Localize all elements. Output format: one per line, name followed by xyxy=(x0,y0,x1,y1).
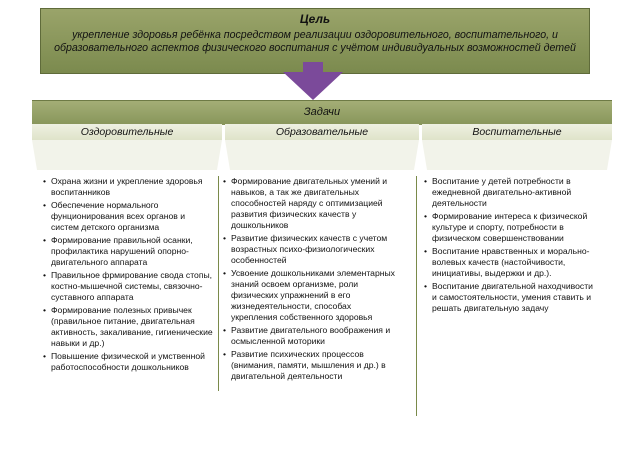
list-item: Воспитание у детей потребности в ежеднев… xyxy=(423,176,595,209)
list-item: Усвоение дошкольниками элементарных знан… xyxy=(222,268,398,323)
fan-left xyxy=(32,140,222,170)
list-item: Формирование правильной осанки, профилак… xyxy=(42,235,214,268)
fan-right xyxy=(422,140,612,170)
list-item: Развитие психических процессов (внимания… xyxy=(222,349,398,382)
fan-center xyxy=(225,140,419,170)
down-arrow-icon xyxy=(283,72,343,100)
list-item: Формирование двигательных умений и навык… xyxy=(222,176,398,231)
list-item: Обеспечение нормального фунционирования … xyxy=(42,200,214,233)
column-header-upbringing: Воспитательные xyxy=(422,124,612,140)
list-item: Формирование полезных привычек (правильн… xyxy=(42,305,214,349)
goal-text: укрепление здоровья ребёнка посредством … xyxy=(54,29,576,54)
list-item: Развитие двигательного воображения и осм… xyxy=(222,325,398,347)
column-divider-right xyxy=(416,176,417,416)
list-item: Развитие физических качеств с учетом воз… xyxy=(222,233,398,266)
list-item: Воспитание двигательной находчивости и с… xyxy=(423,281,595,314)
tasks-bar: Задачи xyxy=(32,100,612,125)
header-fan-decoration xyxy=(32,140,612,170)
list-item: Охрана жизни и укрепление здоровья воспи… xyxy=(42,176,214,198)
health-tasks-list: Охрана жизни и укрепление здоровья воспи… xyxy=(42,176,214,375)
column-header-health: Оздоровительные xyxy=(32,124,222,140)
list-item: Формирование интереса к физической культ… xyxy=(423,211,595,244)
list-item: Повышение физической и умственной работо… xyxy=(42,351,214,373)
education-tasks-list: Формирование двигательных умений и навык… xyxy=(222,176,398,384)
upbringing-tasks-list: Воспитание у детей потребности в ежеднев… xyxy=(423,176,595,316)
column-header-education: Образовательные xyxy=(225,124,419,140)
columns-header: Оздоровительные Образовательные Воспитат… xyxy=(32,124,612,140)
column-divider-left xyxy=(218,176,219,391)
list-item: Воспитание нравственных и морально-волев… xyxy=(423,246,595,279)
tasks-title: Задачи xyxy=(303,106,341,118)
list-item: Правильное фрмирование свода стопы, кост… xyxy=(42,270,214,303)
goal-title: Цель xyxy=(299,12,331,26)
